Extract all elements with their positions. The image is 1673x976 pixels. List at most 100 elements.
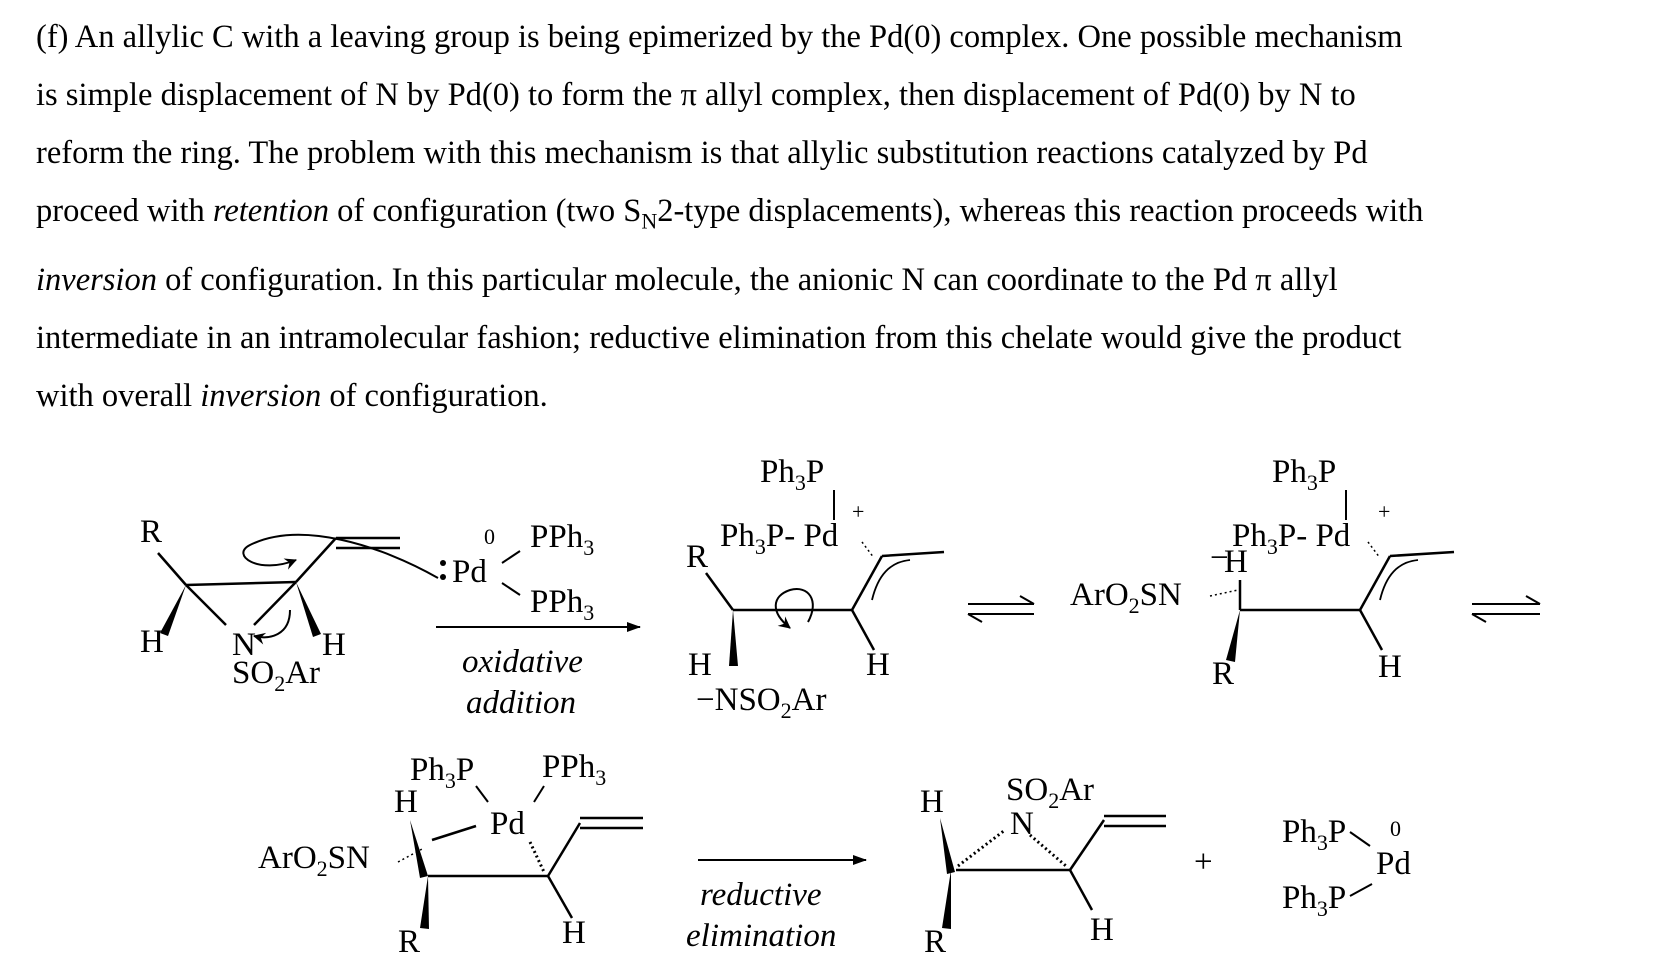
- h-label: H: [1224, 544, 1248, 580]
- h-label: H: [1378, 649, 1402, 685]
- curved-arrow: [774, 588, 814, 629]
- bond: [533, 785, 545, 803]
- ph3p-label: Ph3P: [1272, 454, 1336, 495]
- arrow-label: addition: [466, 685, 576, 721]
- pd-oxidation-state: 0: [484, 524, 495, 549]
- pd0-reagent: Pd 0 PPh3 PPh3: [440, 519, 594, 625]
- hash-bond: [957, 828, 1006, 868]
- bond: [475, 785, 489, 803]
- curved-arrow: [253, 609, 291, 645]
- hash-bond: [528, 841, 546, 873]
- lone-pair-dot: [440, 560, 446, 566]
- bond: [546, 822, 582, 877]
- pph3-label: PPh3: [542, 749, 606, 790]
- paragraph-line-2: is simple displacement of N by Pd(0) to …: [36, 77, 1356, 113]
- pd0-regenerated: Ph3P Ph3P 0 Pd: [1282, 814, 1411, 921]
- bond: [704, 572, 735, 611]
- paragraph-line-3: reform the ring. The problem with this m…: [36, 135, 1368, 171]
- wedge-bond: [729, 610, 738, 666]
- bond: [881, 550, 945, 558]
- pd-label: Pd: [1376, 846, 1411, 882]
- wedge-bond: [1226, 610, 1240, 662]
- h-label: H: [322, 627, 346, 663]
- half-arrow-head: [1019, 595, 1035, 605]
- bond: [1358, 609, 1384, 651]
- paragraph-line-5: inversion of configuration. In this part…: [36, 261, 1338, 298]
- so2ar-label: SO2Ar: [232, 655, 320, 696]
- plus-sign: +: [1194, 844, 1213, 880]
- bond: [1349, 831, 1371, 847]
- ph3p-label: Ph3P: [1282, 814, 1346, 855]
- h-label: H: [1090, 912, 1114, 948]
- charge: +: [852, 499, 864, 524]
- equilibrium-arrow: [967, 595, 1035, 623]
- bond: [185, 580, 297, 587]
- lone-pair-dot: [440, 574, 446, 580]
- equilibrium-arrow: [1471, 595, 1541, 623]
- hash-bond: [1209, 589, 1239, 597]
- half-arrow-head: [1525, 595, 1541, 605]
- aziridine-product: H R SO2Ar N H: [920, 772, 1166, 960]
- ph3p-label: Ph3P: [760, 454, 824, 495]
- paragraph-line-4: proceed with retention of configuration …: [36, 193, 1424, 234]
- arrow-label: elimination: [686, 918, 836, 954]
- half-arrow-head: [1471, 613, 1487, 623]
- pi-allyl-curve: [1379, 559, 1419, 601]
- pi-allyl-intermediate-1: Ph3P + Ph3P- Pd R H −NSO2Ar H: [686, 454, 945, 723]
- wedge-bond: [410, 820, 428, 878]
- bond: [501, 550, 521, 564]
- h-label: H: [920, 784, 944, 820]
- wedge-bond: [940, 818, 955, 874]
- aro2sn-label: ArO2SN: [1070, 577, 1182, 618]
- ph3p-pd-label: Ph3P- Pd: [720, 518, 839, 559]
- pi-allyl-curve: [871, 559, 911, 601]
- pd-chelate-intermediate: Ph3P PPh3 Pd H ArO2SN R H: [258, 749, 643, 960]
- pd-oxidation-state: 0: [1390, 816, 1401, 841]
- bond: [1349, 883, 1373, 897]
- pph3-label: PPh3: [530, 519, 594, 560]
- bond: [850, 609, 876, 651]
- r-label: R: [1212, 656, 1234, 692]
- bond: [1068, 869, 1094, 911]
- wedge-bond: [160, 585, 186, 636]
- r-label: R: [924, 924, 946, 960]
- bond: [253, 581, 297, 626]
- bond: [431, 824, 477, 842]
- aziridine-reactant: R H H N SO2Ar: [140, 514, 439, 696]
- arrow-label: reductive: [700, 877, 822, 913]
- h-label: H: [394, 784, 418, 820]
- ph3p-label: Ph3P: [1282, 880, 1346, 921]
- hash-bond: [1029, 833, 1067, 868]
- wedge-bond: [942, 870, 951, 929]
- paragraph-line-7: with overall inversion of configuration.: [36, 377, 548, 414]
- bond: [1389, 550, 1455, 558]
- r-label: R: [140, 514, 162, 550]
- pd-label: Pd: [452, 554, 487, 590]
- bond: [501, 582, 521, 596]
- h-label: H: [140, 624, 164, 660]
- bond: [157, 552, 187, 586]
- pi-allyl-intermediate-2: Ph3P + Ph3P- Pd − H ArO2SN R H: [1070, 454, 1455, 692]
- pph3-label: PPh3: [530, 584, 594, 625]
- n-label: N: [232, 627, 256, 663]
- bond: [185, 584, 227, 626]
- minus-charge: −: [1210, 540, 1229, 576]
- h-label: H: [866, 647, 890, 683]
- wedge-bond: [420, 876, 429, 929]
- charge: +: [1378, 499, 1390, 524]
- bond: [1358, 555, 1392, 611]
- pd-label: Pd: [490, 806, 525, 842]
- nso2ar-label: −NSO2Ar: [696, 682, 826, 723]
- h-label: H: [562, 915, 586, 951]
- bond: [1068, 819, 1106, 871]
- paragraph-line-6: intermediate in an intramolecular fashio…: [36, 319, 1402, 356]
- ph3p-label: Ph3P: [410, 752, 474, 793]
- ph3p-pd-label: Ph3P- Pd: [1232, 518, 1351, 559]
- curved-arrow: [242, 533, 439, 579]
- so2ar-label: SO2Ar: [1006, 772, 1094, 813]
- bond: [850, 555, 884, 611]
- wedge-bond: [296, 582, 321, 637]
- r-label: R: [398, 924, 420, 960]
- aro2sn-label: ArO2SN: [258, 840, 370, 881]
